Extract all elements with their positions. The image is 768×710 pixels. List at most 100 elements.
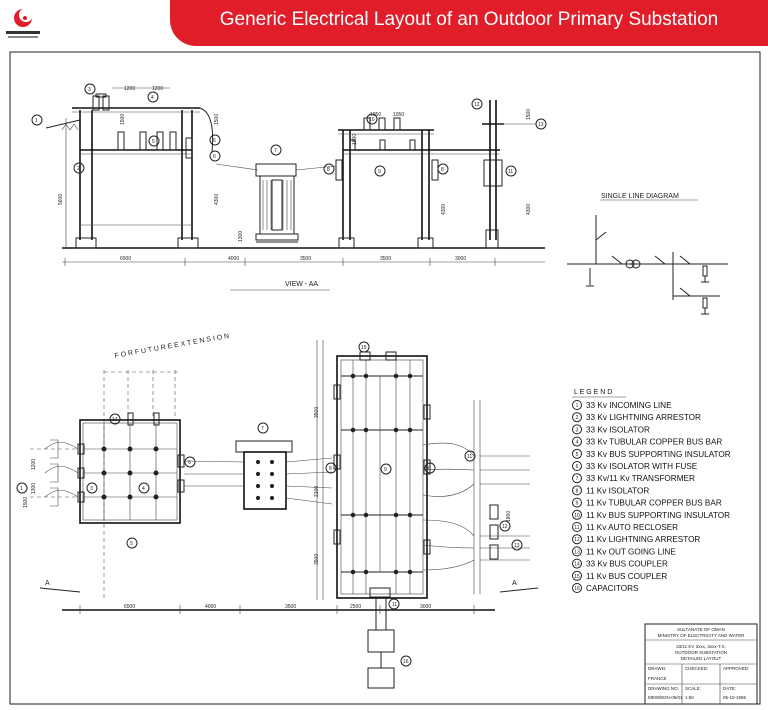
svg-text:1200: 1200 [31, 459, 37, 470]
svg-text:4300: 4300 [214, 194, 220, 205]
view-aa-label: VIEW - AA [285, 281, 318, 288]
svg-text:8: 8 [329, 466, 332, 472]
svg-text:3: 3 [90, 486, 93, 492]
svg-text:13: 13 [514, 543, 520, 549]
single-line-title: SINGLE LINE DIAGRAM [601, 193, 679, 200]
legend-label: 33 Kv/11 Kv TRANSFORMER [586, 474, 695, 483]
svg-text:9: 9 [384, 467, 387, 473]
svg-text:1500: 1500 [526, 109, 532, 120]
dim-label: 4000 [228, 256, 239, 262]
svg-text:DRAWING NO.: DRAWING NO. [648, 686, 679, 691]
svg-text:3: 3 [88, 87, 91, 93]
legend-number: 5 [576, 452, 579, 458]
legend-label: 33 Kv ISOLATOR WITH FUSE [586, 462, 698, 471]
dim-label: 3500 [300, 256, 311, 262]
tb-project-sub: OUTDOOR SUBSTATION [675, 650, 727, 655]
legend-marker [572, 570, 582, 581]
svg-text:2: 2 [77, 166, 80, 172]
svg-text:4: 4 [151, 95, 154, 101]
legend-item: 3 33 Kv ISOLATOR [572, 424, 650, 435]
legend-number: 13 [574, 549, 580, 555]
svg-text:7: 7 [261, 426, 264, 432]
dim-label: 6500 [120, 256, 131, 262]
tb-project-desc: DETAILED LAYOUT [681, 656, 722, 661]
svg-text:2100: 2100 [314, 486, 320, 497]
svg-text:6: 6 [213, 154, 216, 160]
capacitor-bank: 16 [367, 597, 412, 689]
legend-label: 33 Kv BUS SUPPORTING INSULATOR [586, 450, 731, 459]
legend-marker [572, 412, 582, 423]
legend-marker [572, 583, 582, 593]
svg-text:05-10-1985: 05-10-1985 [723, 695, 747, 700]
svg-text:1500: 1500 [352, 134, 358, 145]
legend-number: 6 [576, 464, 579, 470]
legend-item: 5 33 Kv BUS SUPPORTING INSULATOR [572, 448, 731, 459]
svg-text:4: 4 [142, 486, 145, 492]
svg-text:1050: 1050 [393, 112, 404, 118]
svg-text:9: 9 [378, 169, 381, 175]
svg-text:SCALE:: SCALE: [685, 686, 701, 691]
svg-text:11: 11 [508, 169, 513, 175]
legend-marker [572, 485, 582, 496]
svg-text:1200: 1200 [124, 86, 135, 92]
legend-label: CAPACITORS [586, 584, 639, 593]
legend-marker [572, 473, 582, 484]
section-marker-left: A [45, 580, 50, 587]
svg-text:5600: 5600 [58, 194, 64, 205]
svg-text:3500: 3500 [285, 604, 296, 610]
svg-text:1300: 1300 [31, 483, 37, 494]
svg-text:2500: 2500 [350, 604, 361, 610]
svg-text:4000: 4000 [205, 604, 216, 610]
svg-text:6500: 6500 [124, 604, 135, 610]
svg-text:DATE:: DATE: [723, 686, 736, 691]
svg-text:5: 5 [152, 139, 155, 145]
legend-marker [572, 424, 582, 435]
legend-number: 3 [576, 427, 579, 433]
dim-label: 3000 [455, 256, 466, 262]
legend-number: 7 [576, 476, 579, 482]
legend-title: L E G E N D [574, 389, 612, 396]
legend-label: 11 Kv BUS COUPLER [586, 572, 667, 581]
svg-text:1050: 1050 [370, 112, 381, 118]
legend-marker [572, 400, 582, 410]
legend-number: 2 [576, 415, 579, 421]
svg-text:7: 7 [274, 148, 277, 154]
drawing-frame [9, 51, 761, 705]
svg-text:1200: 1200 [152, 86, 163, 92]
tb-org-sub: MINISTRY OF ELECTRICITY AND WATER [658, 633, 746, 638]
legend-label: 33 Kv LIGHTNING ARRESTOR [586, 413, 701, 422]
legend-number: 12 [574, 537, 580, 543]
legend-number: 11 [574, 525, 579, 531]
svg-text:FRANCE: FRANCE [648, 676, 667, 681]
svg-text:6: 6 [213, 138, 216, 144]
tb-project: 33/11 KV 3xxx, 3xxx-T.X. [676, 644, 726, 649]
transformer-elevation: 7 1300 [238, 144, 299, 243]
svg-text:13: 13 [538, 122, 544, 128]
title-block: SULTANATE OF OMAN MINISTRY OF ELECTRICIT… [644, 623, 758, 705]
svg-text:3500: 3500 [314, 554, 320, 565]
legend-item: 2 33 Kv LIGHTNING ARRESTOR [572, 412, 701, 423]
title-banner: Generic Electrical Layout of an Outdoor … [170, 0, 768, 46]
svg-text:6: 6 [188, 460, 191, 466]
svg-text:8: 8 [428, 466, 431, 472]
svg-text:4300: 4300 [441, 204, 447, 215]
legend-number: 10 [574, 513, 580, 519]
legend-label: 33 Kv TUBULAR COPPER BUS BAR [586, 438, 722, 447]
legend-label: 33 Kv INCOMING LINE [586, 401, 672, 410]
svg-text:APPROVED:: APPROVED: [723, 666, 749, 671]
svg-text:5: 5 [130, 541, 133, 547]
svg-text:11: 11 [467, 454, 472, 460]
section-marker-right: A [512, 580, 517, 587]
page-header: Generic Electrical Layout of an Outdoor … [0, 0, 768, 46]
legend-label: 33 Kv ISOLATOR [586, 425, 650, 434]
legend-marker [572, 497, 582, 508]
svg-text:1:50: 1:50 [685, 695, 694, 700]
page-title: Generic Electrical Layout of an Outdoor … [219, 9, 719, 30]
svg-text:8: 8 [327, 167, 330, 173]
svg-text:11: 11 [392, 602, 397, 608]
